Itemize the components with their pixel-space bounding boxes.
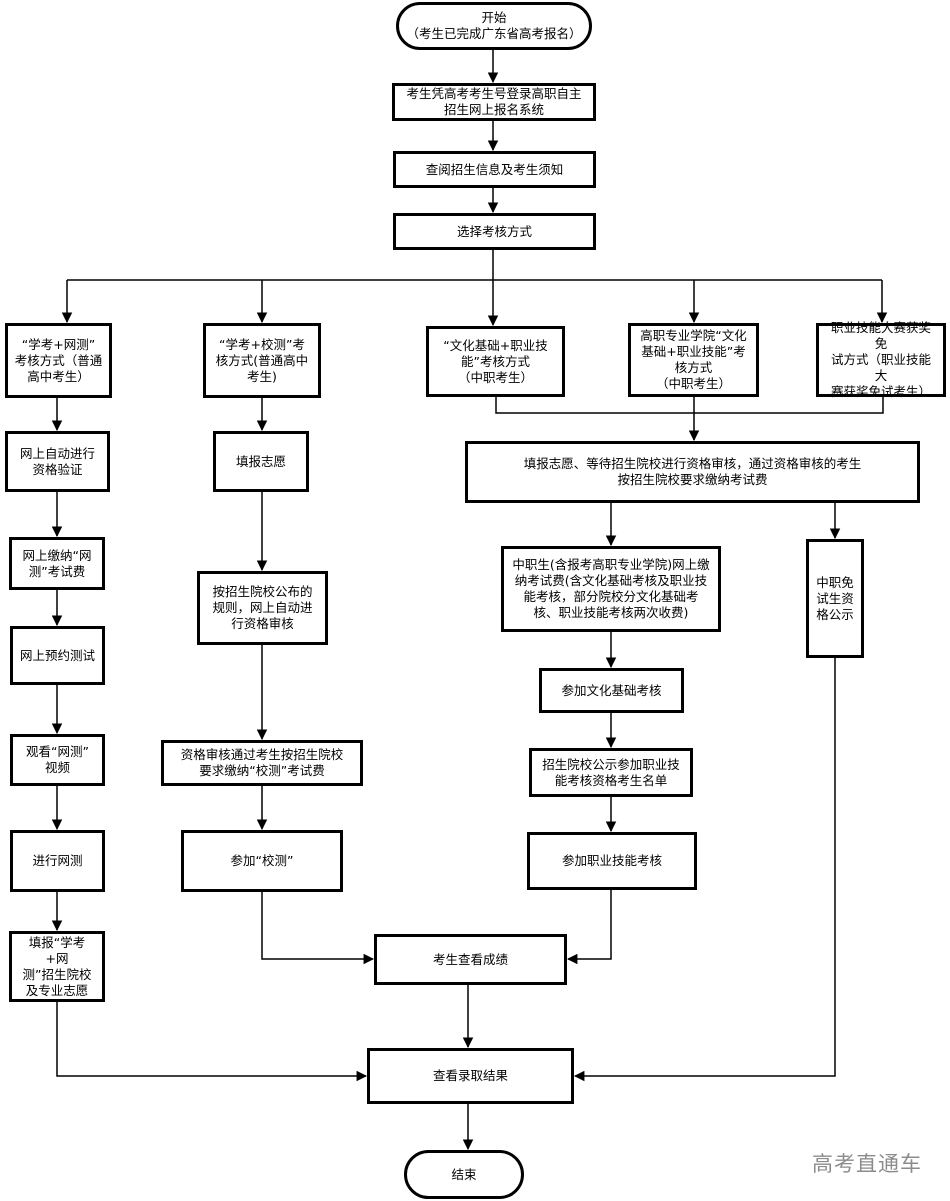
end-node: 结束 [404,1150,524,1199]
c3-publish-node: 招生院校公示参加职业技 能考核资格考生名单 [529,748,693,797]
arrow-c1-to-result [56,1002,368,1082]
line-mode3-merge [495,397,884,414]
watermark: 高考直通车 [812,1152,922,1176]
mode-skill-competition: 职业技能大赛获奖免 试方式（职业技能大 赛获奖免试考生） [816,320,946,399]
mode-culture-skill: “文化基础+职业技 能”考核方式 （中职考生） [426,326,565,397]
arrow-c2-to-scores [261,892,375,965]
c1-test-node: 进行网测 [10,830,105,892]
mode-college-culture-skill: 高职专业学院“文化 基础+职业技能”考 核方式 （中职考生） [628,323,759,397]
c2-apply-node: 填报志愿 [213,431,309,492]
arrow-c4-to-result [573,658,836,1082]
start-node: 开始 （考生已完成广东省高考报名） [396,2,592,50]
c1-pay-node: 网上缴纳“网 测”考试费 [9,537,105,590]
c1-book-node: 网上预约测试 [10,626,105,685]
c1-video-node: 观看“网测” 视频 [10,734,105,786]
c2-exam-node: 参加“校测” [181,830,343,892]
choose-mode-node: 选择考核方式 [393,213,596,250]
c4-publish-node: 中职免 试生资 格公示 [806,539,864,658]
read-info-node: 查阅招生信息及考生须知 [393,151,596,188]
scores-node: 考生查看成绩 [374,934,567,985]
c1-apply-node: 填报“学考+网 测”招生院校 及专业志愿 [9,931,105,1002]
c3-pay-node: 中职生(含报考高职专业学院)网上缴 纳考试费(含文化基础考核及职业技 能考核，部… [501,546,721,632]
result-node: 查看录取结果 [367,1048,574,1104]
c3-culture-node: 参加文化基础考核 [539,668,684,713]
c3-apply-node: 填报志愿、等待招生院校进行资格审核，通过资格审核的考生 按招生院校要求缴纳考试费 [465,441,920,503]
c2-review-node: 按招生院校公布的 规则，网上自动进 行资格审核 [197,571,328,645]
c2-pay-node: 资格审核通过考生按招生院校 要求缴纳“校测”考试费 [161,740,363,786]
mode-xuekao-xiaoce: “学考+校测”考 核方式(普通高中 考生) [203,323,321,398]
mode-xuekao-wangce: “学考+网测” 考核方式（普通 高中考生） [5,323,112,398]
arrow-c3-to-scores [566,890,612,965]
login-node: 考生凭高考考生号登录高职自主 招生网上报名系统 [392,83,596,121]
c3-skill-node: 参加职业技能考核 [527,832,697,890]
c1-verify-node: 网上自动进行 资格验证 [5,431,110,492]
